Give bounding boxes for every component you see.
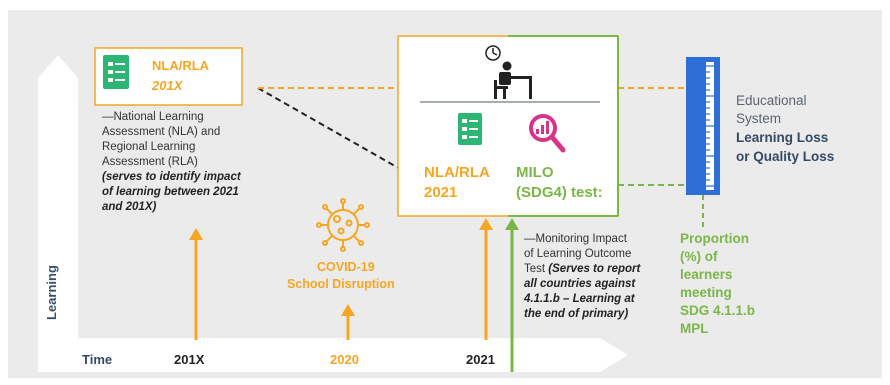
proportion-line: Proportion [680,231,749,246]
dashed-link-diagonal [257,87,403,171]
tick-201x: 201X [174,352,205,367]
nla-desc-line: Regional Learning [102,141,196,153]
nla-201x-year: 201X [152,78,183,93]
milo-note-line: the end of primary) [524,308,629,320]
milo-subtitle: (SDG4) test: [516,184,603,201]
student-desk-icon [494,61,532,99]
clock-icon [485,45,501,61]
covid-label-line2: School Disruption [287,277,395,291]
nla-note-line: and 201X) [102,201,157,213]
proportion-line: SDG 4.1.1.b [680,303,756,318]
milo-desc-line: of Learning Outcome [524,248,632,260]
milo-note-line: 4.1.1.b – Learning at [524,293,635,305]
proportion-line: meeting [680,285,732,300]
proportion-label: Proportion (%) of learners meeting SDG 4… [680,230,755,338]
virus-icon [316,198,370,252]
milo-desc-line: —Monitoring Impact [524,233,627,245]
nla-note-line: of learning between 2021 [102,186,239,198]
nla-note-line: (serves to identify impact [102,171,241,183]
arrow-2021-nla [479,218,493,340]
nla-desc-line: —National Learning [102,111,204,123]
ruler-icon [686,57,720,195]
milo-desc-line: Test (Serves to report [524,262,640,277]
tick-2020: 2020 [330,352,359,367]
milo-note-line: all countries against [524,278,636,290]
tick-2021: 2021 [466,352,495,367]
milo-title: MILO [516,164,554,181]
milo-description: —Monitoring Impact of Learning Outcome T… [524,232,640,322]
learning-axis-arrow [38,55,628,372]
system-label-line2: System [736,111,782,126]
nla-description: —National Learning Assessment (NLA) and … [102,110,241,215]
magnifier-chart-icon [529,114,566,153]
proportion-line: MPL [680,321,709,336]
nla-201x-title: NLA/RLA [152,58,210,73]
system-label-line1: Educational [736,93,807,108]
nla-desc-line: Assessment (RLA) [102,156,198,168]
arrow-2021-milo [505,218,519,372]
checklist-icon [458,113,482,145]
nla-2021-title: NLA/RLA [424,164,490,181]
covid-label-line1: COVID-19 [317,260,375,274]
x-axis-label: Time [82,352,113,367]
nla-desc-line: Assessment (NLA) and [102,126,221,138]
y-axis-label: Learning [44,265,59,320]
proportion-line: (%) of [680,249,718,264]
checklist-icon [103,55,129,89]
proportion-line: learners [680,267,733,282]
nla-2021-year: 2021 [424,184,458,201]
loss-label-line2: or Quality Loss [736,149,835,164]
milo-desc-text: Test [524,263,546,275]
arrow-201x [189,228,203,340]
arrow-2020 [341,304,355,340]
loss-label-line1: Learning Loss [736,130,829,145]
milo-note-inline: (Serves to report [548,263,641,275]
